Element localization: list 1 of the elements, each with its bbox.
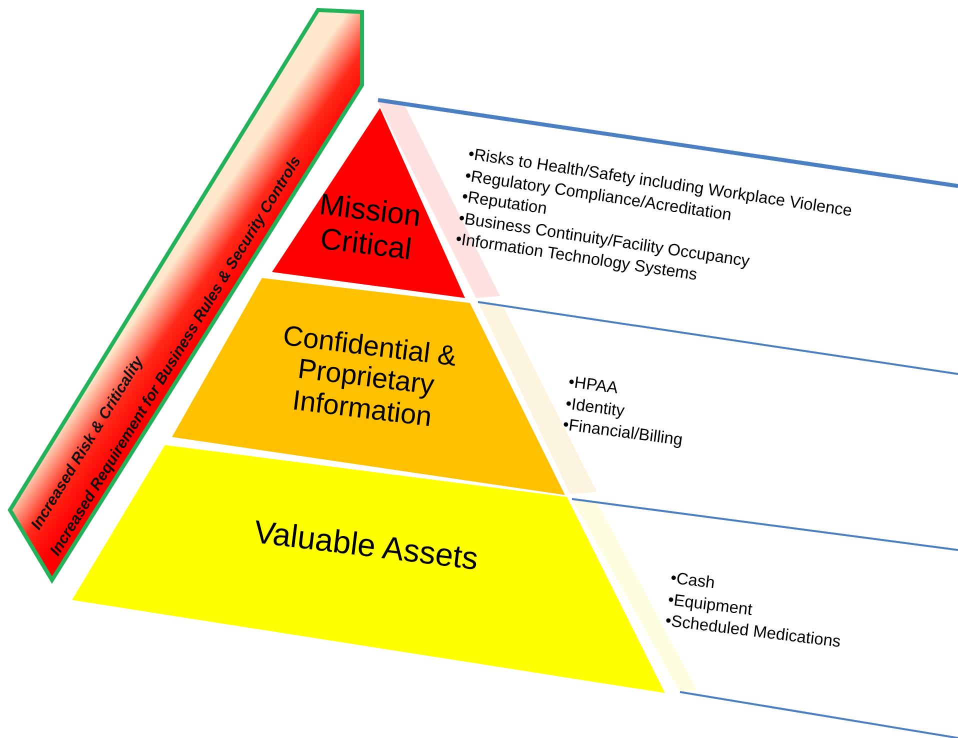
bullet-item: •Cash [669, 568, 717, 594]
